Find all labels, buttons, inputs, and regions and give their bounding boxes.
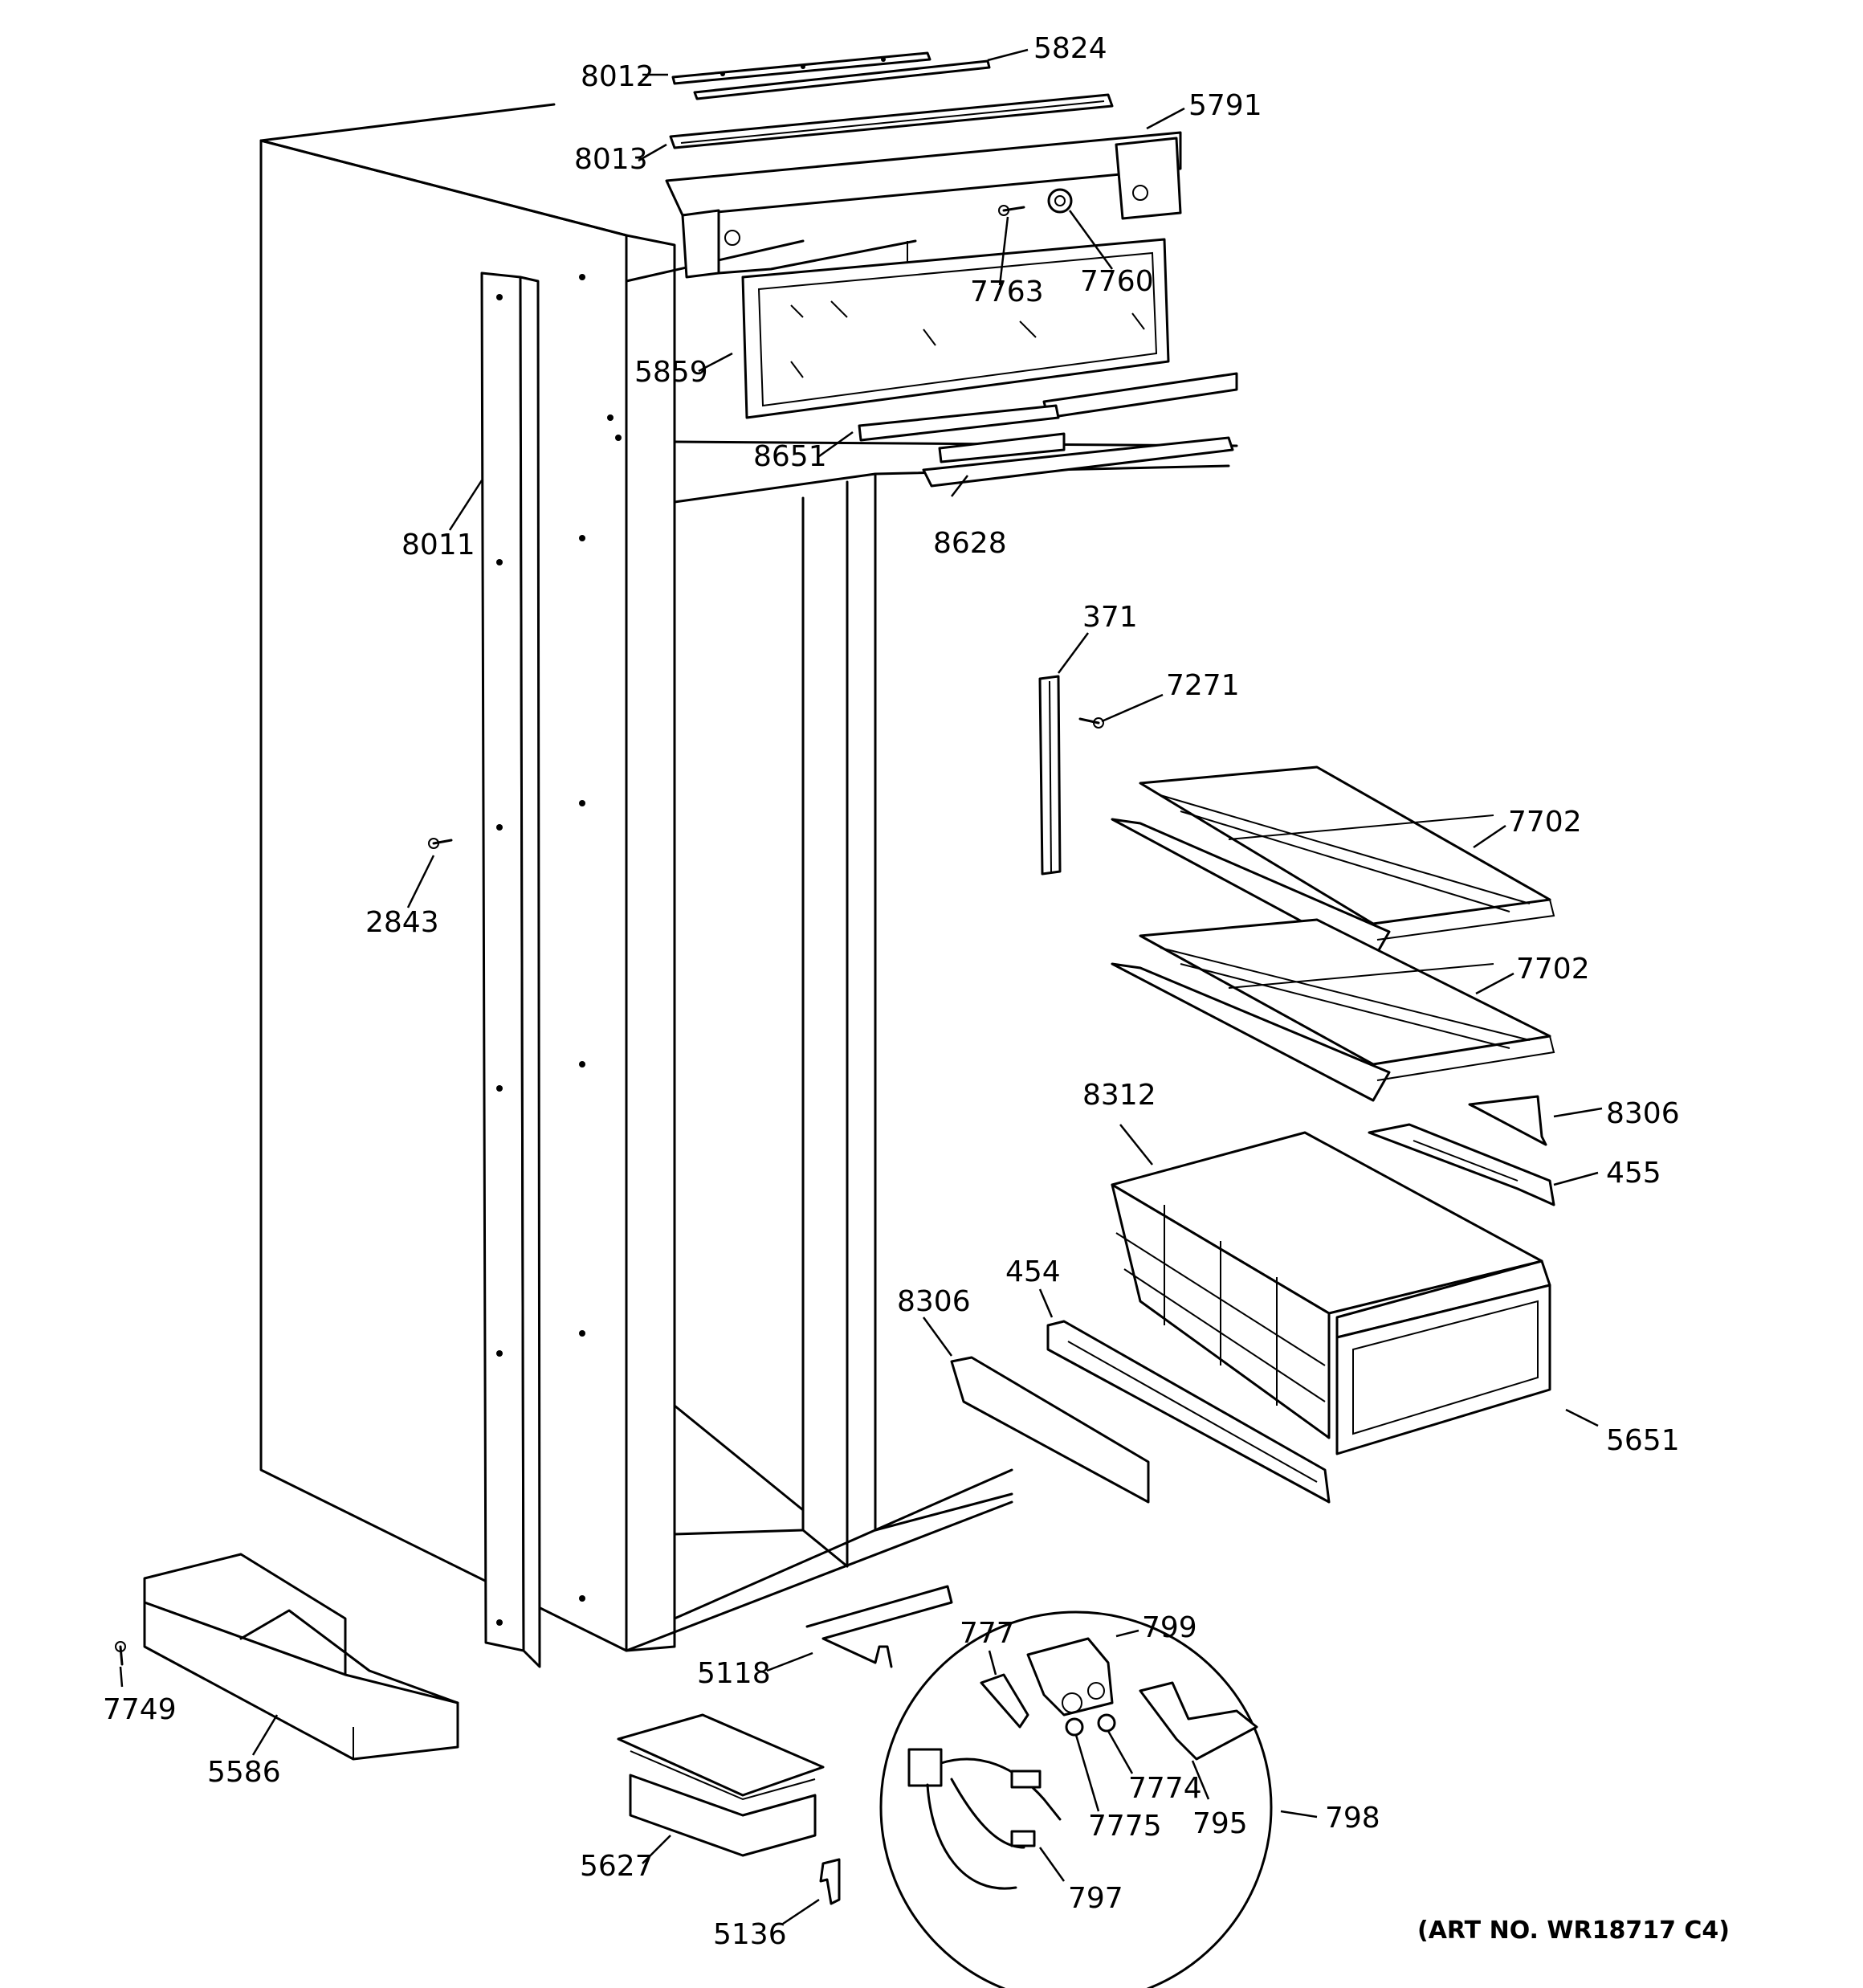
label-8306-right: 8306 (1606, 1097, 1680, 1130)
top-trim-5824 (693, 59, 991, 100)
label-454: 454 (1005, 1255, 1061, 1288)
bracket-777 (980, 1673, 1029, 1729)
label-5136: 5136 (713, 1918, 787, 1951)
valve-assembly-inset-798 (879, 1610, 1273, 1988)
screw-2843 (428, 838, 453, 849)
top-trim-8012 (671, 51, 932, 85)
label-8011: 8011 (402, 529, 475, 561)
wire-bracket-5118 (805, 1585, 953, 1668)
wire-shelf-lower-7702 (1111, 918, 1555, 1102)
label-7749: 7749 (103, 1693, 177, 1726)
label-797: 797 (1068, 1882, 1123, 1915)
label-5651: 5651 (1606, 1424, 1680, 1457)
screw-7749 (115, 1641, 126, 1666)
screw-7763 (998, 205, 1025, 216)
mullion-8011 (480, 271, 541, 1668)
control-housing-5791 (665, 131, 1182, 279)
basket-front-5651 (1335, 1259, 1551, 1455)
label-5824: 5824 (1033, 32, 1107, 65)
screw-7271 (1078, 717, 1104, 729)
rail-8306-right (1468, 1095, 1547, 1146)
label-371: 371 (1082, 601, 1138, 634)
water-valve-799 (1026, 1637, 1114, 1717)
label-8013: 8013 (574, 143, 648, 176)
shelf-ladder-371 (1038, 675, 1062, 876)
label-798: 798 (1325, 1802, 1380, 1835)
trim-8628 (922, 432, 1234, 488)
label-8312: 8312 (1082, 1079, 1156, 1112)
label-7775: 7775 (1088, 1810, 1162, 1843)
trim-8651 (858, 404, 1060, 442)
fitting-7775 (1065, 1717, 1084, 1737)
label-455: 455 (1606, 1157, 1661, 1190)
label-5791: 5791 (1188, 89, 1262, 122)
label-777: 777 (960, 1617, 1015, 1650)
part-labels: 8012 5824 5791 8013 7763 7760 5859 8651 … (103, 32, 1730, 1951)
slide-454 (1046, 1320, 1331, 1504)
label-8012: 8012 (581, 60, 654, 93)
label-7774: 7774 (1128, 1772, 1202, 1805)
label-5586: 5586 (207, 1756, 281, 1789)
label-795: 795 (1192, 1807, 1248, 1840)
label-7763: 7763 (970, 276, 1044, 308)
leader-lines (119, 48, 1603, 1925)
label-5118: 5118 (697, 1657, 771, 1690)
rail-8306-left (950, 1356, 1150, 1504)
clip-5136 (819, 1858, 841, 1905)
housing-5586 (143, 1553, 459, 1761)
control-knob-7760 (1047, 188, 1073, 214)
label-7271: 7271 (1166, 669, 1240, 702)
label-7702-upper: 7702 (1508, 806, 1582, 839)
tray-5627 (617, 1713, 825, 1857)
fitting-7774 (1097, 1713, 1116, 1733)
vent-grille (1042, 372, 1238, 419)
label-8306-left: 8306 (897, 1285, 971, 1318)
top-trim-8013 (669, 93, 1114, 149)
slide-455 (1368, 1123, 1555, 1206)
label-8651: 8651 (753, 440, 827, 473)
glass-panel-5859 (741, 238, 1170, 419)
label-5627: 5627 (580, 1850, 654, 1883)
mounting-bracket-795 (1139, 1681, 1258, 1761)
label-5859: 5859 (634, 356, 708, 389)
label-2843: 2843 (365, 906, 439, 939)
art-number: (ART NO. WR18717 C4) (1417, 1917, 1730, 1945)
label-8628: 8628 (933, 527, 1007, 560)
label-799: 799 (1142, 1611, 1197, 1644)
label-7702-lower: 7702 (1516, 953, 1590, 986)
wire-harness-797 (907, 1748, 1062, 1890)
label-7760: 7760 (1080, 265, 1154, 298)
